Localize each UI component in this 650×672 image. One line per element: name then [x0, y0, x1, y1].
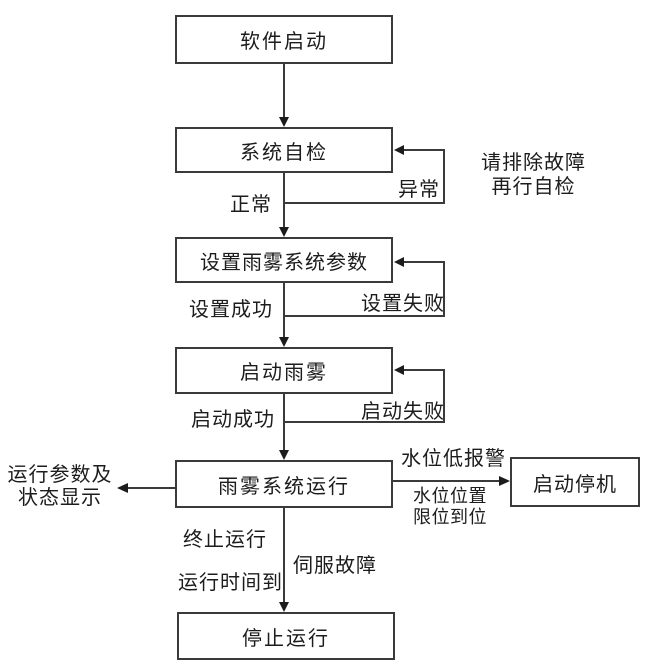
edge-label-water-low-alarm: 水位低报警	[401, 448, 506, 470]
note-fault-clearance: 请排除故障 再行自检	[476, 151, 591, 199]
node-self-check-label: 系统自检	[240, 141, 328, 164]
note-params-status-display: 运行参数及 状态显示	[2, 464, 118, 510]
node-stop-running-label: 停止运行	[242, 627, 330, 650]
arrowhead-right-shutdown	[499, 476, 510, 486]
node-stop-running: 停止运行	[177, 612, 395, 660]
node-software-start: 软件启动	[175, 15, 393, 64]
edge-label-water-position-limit: 水位位置 限位到位	[410, 486, 490, 528]
note-params-status-display-line2: 状态显示	[18, 487, 102, 509]
edge-label-set-success: 设置成功	[189, 299, 273, 321]
node-start-rainfog-label: 启动雨雾	[240, 362, 328, 384]
edge-label-time-up: 运行时间到	[178, 572, 283, 594]
edge-label-water-position-line1: 水位位置	[413, 486, 487, 506]
node-self-check: 系统自检	[175, 127, 393, 173]
loop-setfail-setparams	[284, 261, 445, 317]
node-set-params-label: 设置雨雾系统参数	[200, 251, 368, 274]
node-start-shutdown-label: 启动停机	[533, 473, 617, 496]
arrowhead-left-display	[117, 483, 128, 493]
edge-label-terminate: 终止运行	[183, 529, 267, 551]
arrowhead-left-startfail	[394, 365, 404, 375]
edge-label-start-fail: 启动失败	[361, 401, 445, 423]
node-set-params: 设置雨雾系统参数	[175, 237, 393, 283]
edge-label-servo-fault: 伺服故障	[293, 555, 377, 577]
edge-label-normal: 正常	[230, 194, 272, 216]
note-fault-clearance-line2: 再行自检	[491, 176, 576, 198]
node-system-running: 雨雾系统运行	[175, 460, 393, 508]
arrowhead-left-setfail	[394, 257, 404, 267]
arrowhead-down-startrainfog	[279, 337, 289, 347]
arrowhead-left-abnormal	[394, 145, 404, 155]
arrowhead-down-running	[279, 450, 289, 460]
edge-label-start-success: 启动成功	[191, 409, 275, 431]
edge-label-abnormal: 异常	[398, 179, 440, 201]
node-start-shutdown: 启动停机	[510, 457, 640, 507]
edge-label-set-fail: 设置失败	[361, 293, 445, 315]
loop-abnormal-selfcheck	[284, 149, 445, 204]
note-params-status-display-line1: 运行参数及	[7, 464, 113, 486]
note-fault-clearance-line1: 请排除故障	[481, 152, 586, 174]
loop-startfail-startrainfog	[284, 369, 445, 423]
node-software-start-label: 软件启动	[240, 31, 328, 53]
edge-label-water-position-line2: 限位到位	[413, 507, 487, 528]
node-start-rainfog: 启动雨雾	[175, 347, 393, 394]
arrowhead-down-selfcheck	[279, 117, 289, 127]
node-system-running-label: 雨雾系统运行	[218, 475, 350, 498]
arrowhead-down-stop	[279, 602, 289, 612]
arrowhead-down-setparams	[279, 227, 289, 237]
